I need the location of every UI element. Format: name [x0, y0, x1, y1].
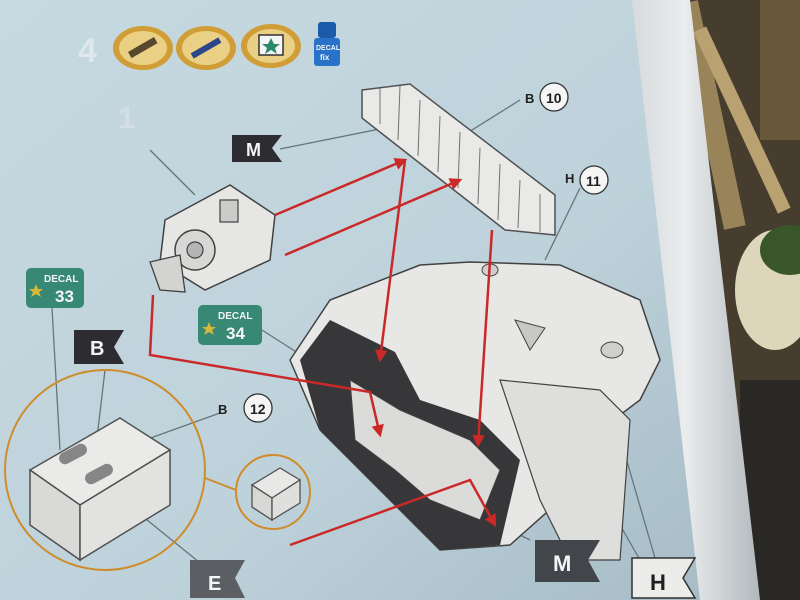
callout-circle-small — [235, 454, 311, 530]
step-number: 4 — [78, 32, 97, 70]
part-h11-number: 11 — [586, 173, 601, 189]
part-callout-b12: B 12 — [218, 393, 273, 423]
assembly-arrows — [148, 158, 497, 547]
part-h11-sprue: H — [565, 171, 574, 186]
small-part-detail — [250, 467, 302, 522]
background-clutter — [660, 0, 800, 600]
decal-33-badge: DECAL 33 — [26, 268, 84, 308]
decal-34-label: DECAL — [218, 311, 252, 322]
decal-bottle-sublabel: fix — [320, 53, 330, 62]
paint-brush-icon — [176, 26, 236, 70]
flag-e-bottom-letter: E — [208, 573, 221, 595]
decal-34-number: 34 — [226, 324, 245, 343]
flag-h-bottom: H — [631, 557, 697, 599]
bracket-part — [361, 83, 556, 236]
mechanism-part — [149, 184, 276, 293]
decal-bottle-label: DECAL — [316, 45, 341, 52]
part-b10-number: 10 — [546, 90, 562, 106]
part-callout-b10: B 10 — [525, 82, 569, 112]
part-b10-sprue: B — [525, 91, 534, 106]
part-b12-number: 12 — [250, 401, 266, 417]
flag-b-left-letter: B — [90, 338, 104, 360]
callout-circle-large — [4, 369, 206, 571]
chassis-part — [289, 261, 661, 561]
decal-fix-bottle-icon: DECAL fix — [314, 22, 341, 66]
flag-b-left: B — [74, 330, 124, 364]
sub-step-number: 1 — [118, 102, 135, 135]
flag-h-bottom-letter: H — [650, 570, 666, 595]
decal-34-badge: DECAL 34 — [198, 305, 262, 345]
part-callout-h11: H 11 — [565, 165, 609, 195]
decal-sheet-icon — [241, 24, 301, 68]
flag-m-bottom-letter: M — [553, 551, 571, 576]
flag-m-bottom: M — [535, 540, 600, 582]
glue-brush-icon — [113, 26, 173, 70]
decal-33-number: 33 — [55, 287, 74, 306]
flag-m-top-letter: M — [246, 140, 261, 160]
decal-33-label: DECAL — [44, 274, 78, 285]
flag-m-top: M — [232, 135, 282, 162]
flag-e-bottom: E — [190, 560, 245, 598]
battery-box-part — [28, 417, 172, 562]
part-b12-sprue: B — [218, 402, 227, 417]
